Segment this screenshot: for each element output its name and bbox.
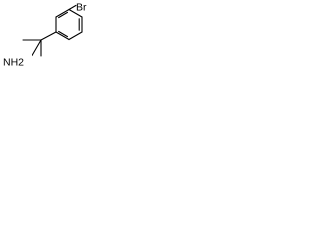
side-chain xyxy=(22,31,57,57)
ring-bond-bottom-left xyxy=(55,31,70,41)
carbon-nitrogen-bond xyxy=(31,39,42,57)
benzene-ring xyxy=(55,8,83,41)
amine-label: NH2 xyxy=(3,57,24,69)
ring-to-quaternary-carbon-bond xyxy=(40,31,57,41)
ring-bond-top-left xyxy=(55,8,70,18)
chemical-structure: Br NH2 xyxy=(1,2,87,69)
bromine-label: Br xyxy=(76,2,87,14)
ring-bond-bottom-right xyxy=(68,31,83,41)
ring-double-bond-bottom-left xyxy=(58,30,69,38)
bromine-atom: Br xyxy=(76,2,87,14)
amine-label-background xyxy=(1,54,32,68)
carbon-bromine-bond xyxy=(68,4,77,11)
amine-group: NH2 xyxy=(1,54,32,69)
ring-double-bond-top-left xyxy=(58,11,69,19)
ring-bond-top-right xyxy=(68,8,83,18)
